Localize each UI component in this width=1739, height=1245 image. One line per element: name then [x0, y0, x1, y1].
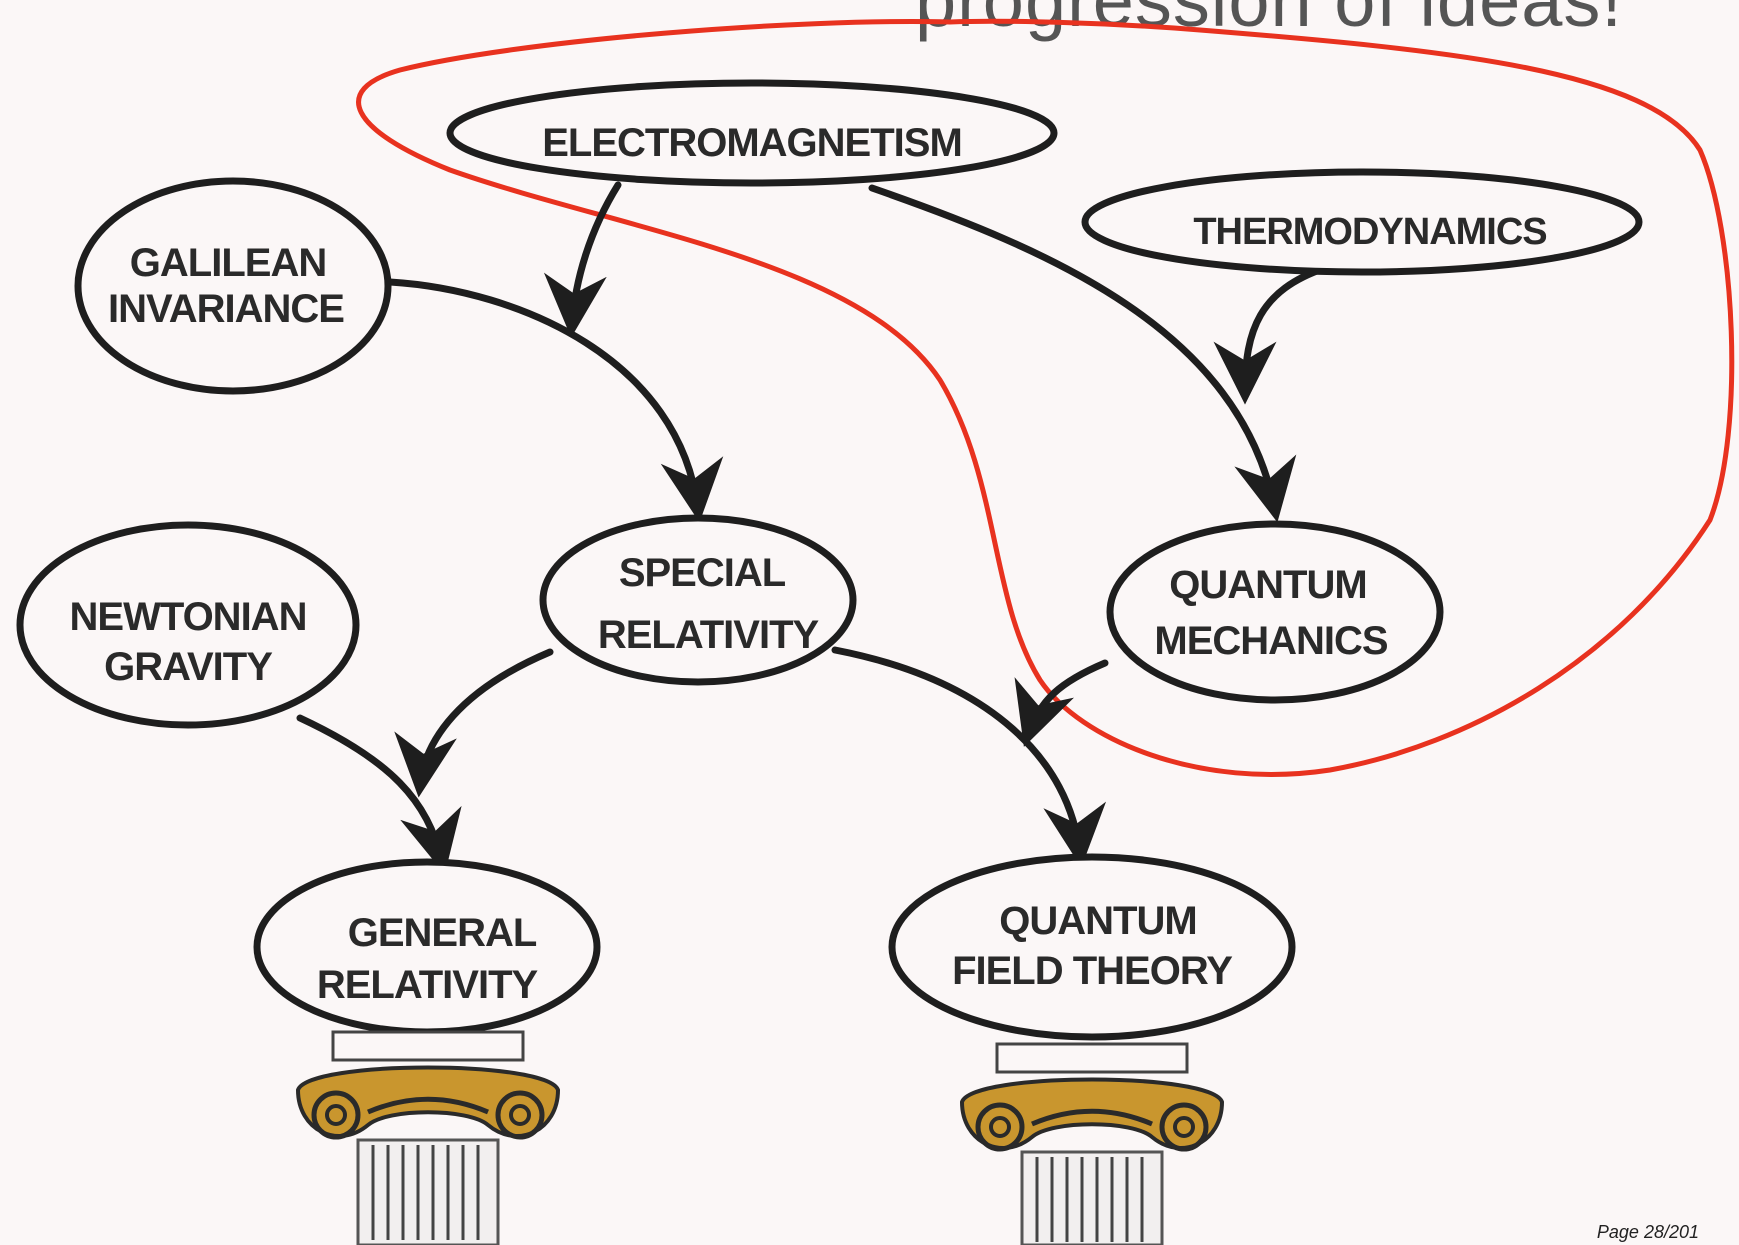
- label-gr-line1: GENERAL: [348, 911, 537, 955]
- arrow-em-to-sr: [543, 181, 622, 338]
- node-galilean-invariance: [74, 177, 392, 395]
- label-qft-line2: FIELD THEORY: [952, 949, 1233, 993]
- label-newtonian-line1: NEWTONIAN: [70, 595, 307, 639]
- page-number: Page 28/201: [1596, 1222, 1699, 1242]
- label-galilean-line2: INVARIANCE: [108, 287, 344, 331]
- arrow-sr-to-gr: [394, 648, 554, 798]
- label-gr-line2: RELATIVITY: [317, 963, 539, 1007]
- ionic-column-icon: [959, 1042, 1225, 1245]
- highlight-loop: [356, 18, 1735, 777]
- node-special-relativity: [539, 514, 857, 686]
- label-thermodynamics: THERMODYNAMICS: [1193, 211, 1546, 253]
- ionic-column-icon: [295, 1030, 561, 1245]
- node-thermodynamics: [1081, 168, 1643, 276]
- label-newtonian-line2: GRAVITY: [104, 645, 273, 689]
- label-electromagnetism: ELECTROMAGNETISM: [542, 121, 962, 165]
- node-newtonian-gravity: [16, 521, 360, 729]
- label-galilean-line1: GALILEAN: [130, 241, 326, 285]
- label-special-line2: RELATIVITY: [598, 613, 820, 657]
- arrow-qm-to-qft: [1014, 659, 1109, 747]
- arrow-sr-to-qft: [831, 646, 1107, 868]
- arrow-em-to-qm: [868, 184, 1297, 523]
- node-electromagnetism: [446, 79, 1058, 187]
- label-qm-line2: MECHANICS: [1154, 619, 1388, 663]
- node-qft: [888, 853, 1296, 1041]
- label-qft-line1: QUANTUM: [999, 899, 1196, 943]
- node-quantum-mechanics: [1106, 520, 1444, 704]
- arrow-galilean-to-sr: [386, 278, 724, 523]
- label-special-line1: SPECIAL: [619, 551, 786, 595]
- label-qm-line1: QUANTUM: [1169, 563, 1366, 607]
- arrow-newtonian-to-gr: [296, 714, 462, 875]
- arrow-thermo-to-qm: [1213, 264, 1329, 405]
